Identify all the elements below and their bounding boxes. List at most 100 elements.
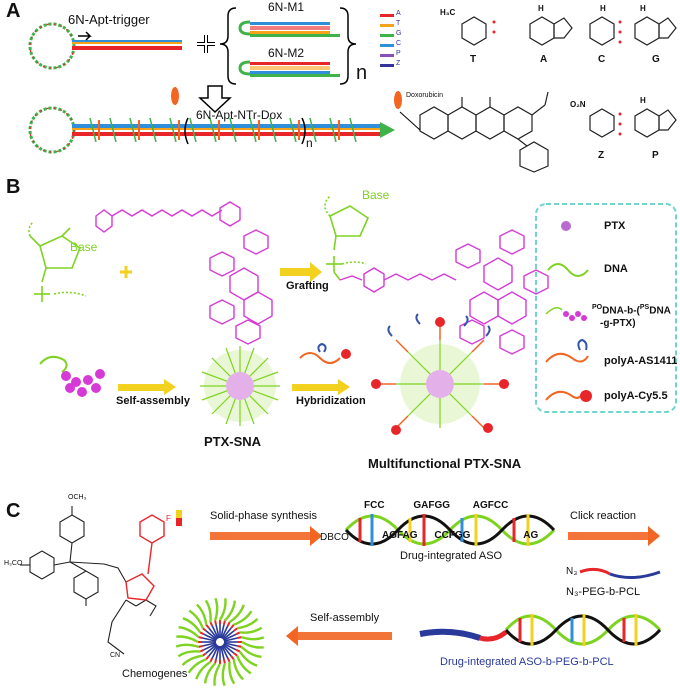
micelle-aso-arm <box>187 658 207 674</box>
micelle-aso-arm <box>204 599 212 623</box>
final-conjugate-label: Drug-integrated ASO-b-PEG-b-PCL <box>440 656 614 668</box>
micelle-peg-segment <box>223 620 226 625</box>
micelle-aso-arm <box>232 659 244 681</box>
micelle-aso-arm <box>228 604 245 624</box>
micelle-core-chain <box>205 643 218 654</box>
base-g-name: G <box>652 54 660 65</box>
peg-pcl-polymer <box>579 567 661 579</box>
legend-pto-label: PODNA-b-(PSDNA -g-PTX) <box>592 301 671 330</box>
micelle-peg-segment <box>237 636 242 639</box>
micelle-core-chain <box>202 642 217 647</box>
micelle-core-chain <box>220 645 225 660</box>
methoxy-top-label: OCH₃ <box>68 494 87 501</box>
micelle-peg-segment <box>233 627 238 632</box>
micelle-aso-arm <box>182 617 202 634</box>
legend-cy55-label: polyA-Cy5.5 <box>604 390 668 402</box>
panel-a-graphic <box>28 7 677 173</box>
micelle-core-chain <box>215 645 220 660</box>
ptx-sna-particle <box>200 346 280 426</box>
grafting-label: Grafting <box>286 280 329 292</box>
sequence-top: FCC GAFGG AGFCC <box>364 500 508 511</box>
legend-pto-line1-end: DNA <box>649 305 671 317</box>
legend-dna-label: DNA <box>604 263 628 275</box>
micelle-peg-segment <box>233 652 238 657</box>
base-color-legend <box>380 14 394 67</box>
panel-a-letter: A <box>6 0 21 22</box>
micelle-aso-arm <box>241 635 265 641</box>
micelle-core-chain <box>221 644 232 657</box>
base-c-substituent: H <box>600 4 606 13</box>
n3-label: N₃ <box>566 566 578 577</box>
legend-code-t: T <box>396 20 401 27</box>
micelle-core-chain <box>203 633 217 641</box>
cn-label: CN <box>110 652 121 659</box>
product-n-label: n <box>306 136 313 150</box>
legend-pto-line1: DNA-b-( <box>602 305 640 317</box>
micelle-core-chain <box>221 627 232 640</box>
micelle-peg-segment <box>199 648 205 653</box>
micelle-aso-arm <box>213 597 219 621</box>
micelle-aso-arm <box>175 643 199 649</box>
solid-phase-arrow <box>210 526 322 546</box>
base-z-name: Z <box>598 150 605 161</box>
micelle-core-chain <box>211 625 219 639</box>
doxorubicin-label: Doxorubicin <box>406 92 443 99</box>
micelle-peg-segment <box>198 636 203 639</box>
micelle-aso-arm <box>177 650 201 658</box>
fluoro-label: F <box>166 514 171 523</box>
micelle-aso-arm <box>237 618 259 630</box>
phosphoramidite-structure <box>20 506 157 655</box>
micelle-core-chain <box>215 624 220 639</box>
micelle-peg-segment <box>223 659 226 664</box>
micelle-aso-arm <box>195 660 212 680</box>
base-z-substituent: O₂N <box>570 100 586 109</box>
peg-pcl-label: N₃-PEG-b-PCL <box>566 586 641 598</box>
micelle-peg-segment <box>205 624 210 629</box>
micelle-aso-arm <box>241 640 264 649</box>
base-t-substituent: H₃C <box>440 8 456 17</box>
micelle-core-chain <box>222 630 235 641</box>
pto-dna-ptx <box>39 355 105 397</box>
micelle-aso-arm <box>176 635 199 644</box>
multifunctional-sna-label: Multifunctional PTX-SNA <box>368 456 522 471</box>
grafting-arrow <box>280 262 322 282</box>
micelle-core-chain <box>208 627 219 640</box>
micelle-peg-segment <box>209 657 214 663</box>
legend-ptx-label: PTX <box>604 220 626 232</box>
micelle-aso-arm <box>233 610 253 626</box>
micelle-peg-segment <box>199 631 205 636</box>
panel-c-graphic <box>20 506 662 687</box>
micelle-peg-segment <box>202 652 207 657</box>
micelle-aso-arm <box>178 625 200 638</box>
micelle-aso-arm <box>240 646 262 659</box>
hybridization-strands <box>299 342 351 364</box>
ptx-linker-right <box>339 229 549 355</box>
hybridization-label: Hybridization <box>296 395 366 407</box>
micelle-core-chain <box>221 625 229 639</box>
micelle-peg-segment <box>214 620 217 625</box>
click-label: Click reaction <box>570 510 637 522</box>
micelle-core-chain <box>202 637 217 642</box>
m1-label: 6N-M1 <box>268 0 305 14</box>
micelle-aso-arm <box>239 626 263 634</box>
dbco-label: DBCO <box>320 532 349 543</box>
sequence-bottom-2: CCFGG <box>434 530 471 541</box>
base-label-left: Base <box>70 240 98 254</box>
micelle-peg-segment <box>205 655 210 660</box>
sequence-top-1: FCC <box>364 500 385 511</box>
micelle-aso-arm <box>238 650 258 667</box>
micelle-aso-arm <box>196 603 208 625</box>
base-c-name: C <box>598 54 606 65</box>
legend-icons <box>545 221 592 402</box>
micelle-aso-arm <box>188 609 204 629</box>
hairpin-m2 <box>238 60 340 77</box>
ptx-sna-label: PTX-SNA <box>204 434 262 449</box>
doxorubicin-structure <box>419 91 549 173</box>
micelle-aso-arm <box>221 663 227 687</box>
micelle-core-chain <box>223 633 237 641</box>
micelle-core-chain <box>221 645 229 659</box>
final-conjugate <box>419 614 662 646</box>
panel-b-letter: B <box>6 176 21 198</box>
base-g-substituent: H <box>640 4 646 13</box>
micelle-aso-arm <box>213 663 222 686</box>
